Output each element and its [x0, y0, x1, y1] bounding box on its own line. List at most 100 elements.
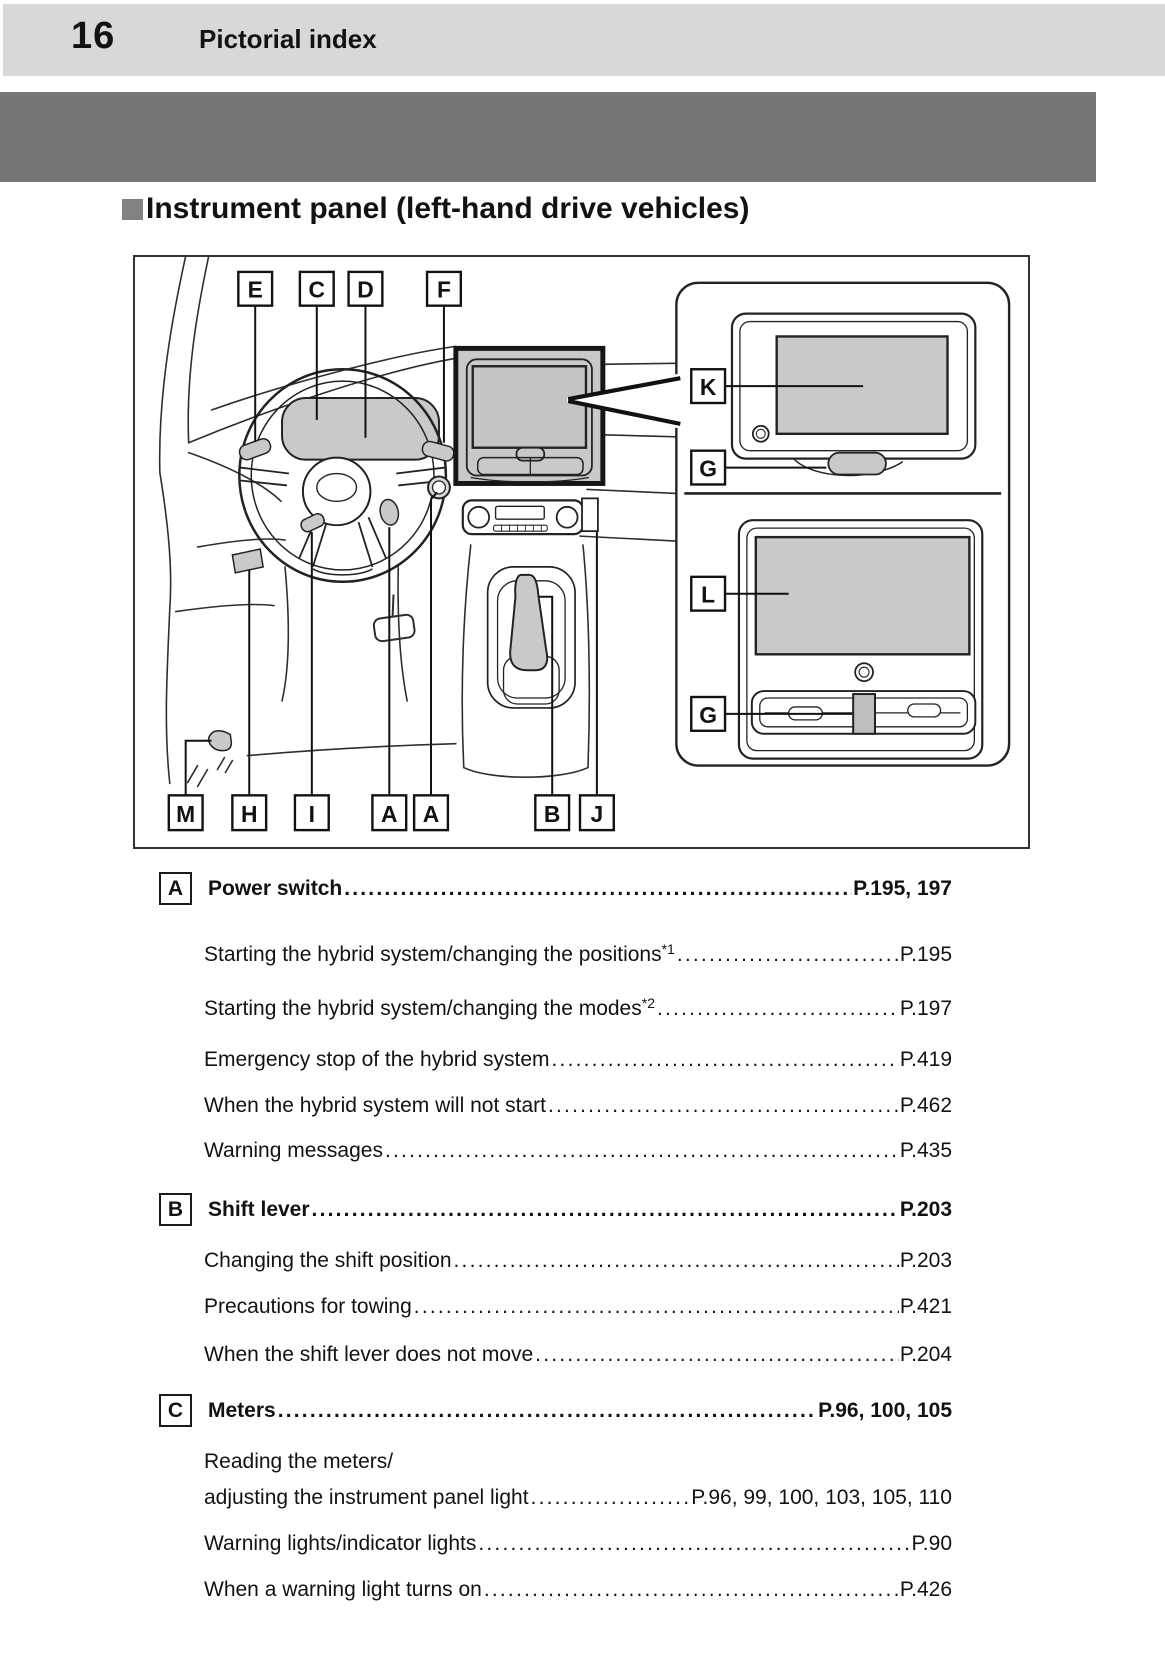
subitem-pages: P.195	[899, 943, 952, 966]
svg-text:E: E	[248, 277, 263, 303]
power-switch-knob	[427, 475, 451, 500]
index-item-meters: C Meters P.96, 100, 105	[159, 1394, 952, 1427]
index-item-shift-lever: B Shift lever P.203	[159, 1193, 952, 1226]
section-heading: Instrument panel (left-hand drive vehicl…	[122, 192, 749, 226]
index-subitem: Changing the shift position P.203	[159, 1247, 952, 1275]
diagram-labels: E C D F K G L G	[167, 270, 727, 832]
shift-console	[486, 566, 576, 709]
item-letter-badge-b: B	[159, 1193, 192, 1226]
right-stalk	[421, 440, 455, 462]
item-letter-badge-c: C	[159, 1394, 192, 1427]
svg-text:A: A	[381, 801, 398, 827]
subitem-label: When the hybrid system will not start	[204, 1094, 546, 1117]
subitem-pages: P.204	[899, 1343, 952, 1366]
index-subitem: Warning messages P.435	[159, 1137, 952, 1165]
subitem-label: Starting the hybrid system/changing the …	[204, 935, 677, 969]
upper-display-screen	[775, 335, 949, 435]
dot-leader	[344, 872, 852, 905]
diagram-label-g-top: G	[690, 449, 727, 486]
item-title: Power switch	[208, 877, 343, 900]
diagram-label-b: B	[534, 794, 571, 832]
diagram-label-a-1: A	[371, 794, 408, 832]
svg-text:H: H	[241, 801, 258, 827]
footnote-marker: *1	[661, 941, 675, 957]
subitem-label: Warning lights/indicator lights	[204, 1532, 477, 1555]
svg-text:M: M	[176, 801, 195, 827]
side-switch-target	[581, 497, 599, 533]
instrument-cluster	[281, 397, 440, 461]
dot-leader	[312, 1193, 899, 1226]
dot-leader	[552, 1046, 899, 1074]
svg-text:J: J	[591, 801, 604, 827]
dot-leader	[535, 1341, 899, 1369]
diagram-label-h: H	[231, 794, 268, 832]
item-title: Meters	[208, 1399, 276, 1422]
dot-leader	[414, 1293, 899, 1321]
dot-leader	[478, 1530, 910, 1558]
diagram-label-l: L	[690, 575, 727, 612]
dashboard-line-art: E C D F K G L G	[158, 257, 1011, 832]
svg-text:I: I	[309, 801, 315, 827]
dot-leader	[278, 1394, 817, 1427]
index-subitem: Starting the hybrid system/changing the …	[159, 935, 952, 969]
subitem-pages: P.96, 99, 100, 103, 105, 110	[691, 1486, 952, 1509]
subitem-label: When the shift lever does not move	[204, 1343, 534, 1366]
dot-leader	[548, 1092, 899, 1120]
index-subitem: Precautions for towing P.421	[159, 1293, 952, 1321]
subitem-label: Warning messages	[204, 1139, 383, 1162]
pedal	[372, 594, 416, 643]
item-letter-badge-a: A	[159, 872, 192, 905]
index-subitem: Emergency stop of the hybrid system P.41…	[159, 1046, 952, 1074]
section-heading-text: Instrument panel (left-hand drive vehicl…	[146, 192, 750, 225]
svg-text:A: A	[423, 801, 440, 827]
subitem-pages: P.203	[899, 1249, 952, 1272]
callout-panel	[675, 281, 1011, 767]
audio-unit	[461, 499, 585, 536]
diagram-label-m: M	[167, 794, 204, 832]
steering-wheel	[238, 367, 448, 584]
diagram-label-e: E	[237, 270, 274, 307]
column-switch	[300, 513, 325, 533]
diagram-label-j: J	[578, 794, 615, 832]
left-stalk	[238, 438, 272, 461]
center-vent-target	[852, 693, 877, 735]
index-subitem: When the hybrid system will not start P.…	[159, 1092, 952, 1120]
index-subitem: When a warning light turns on P.426	[159, 1576, 952, 1604]
svg-text:G: G	[699, 702, 717, 728]
subitem-text: Starting the hybrid system/changing the …	[204, 997, 642, 1020]
dot-leader	[385, 1137, 899, 1165]
subitem-text: Starting the hybrid system/changing the …	[204, 943, 662, 966]
index-item-power-switch: A Power switch P.195, 197	[159, 872, 952, 905]
stalk-and-switch-targets	[207, 438, 455, 752]
item-pages: P.203	[899, 1198, 952, 1221]
subitem-label: Precautions for towing	[204, 1295, 412, 1318]
subitem-pages: P.197	[899, 997, 952, 1020]
diagram-label-k: K	[690, 368, 727, 405]
svg-text:C: C	[309, 277, 326, 303]
subitem-label: Emergency stop of the hybrid system	[204, 1048, 550, 1071]
subitem-pages: P.419	[899, 1048, 952, 1071]
upper-vent-button	[827, 451, 887, 476]
center-display-unit	[453, 345, 606, 486]
lower-display-screen	[754, 535, 971, 656]
instrument-panel-diagram: E C D F K G L G	[133, 255, 1030, 849]
index-subitem-line2: adjusting the instrument panel light P.9…	[159, 1484, 952, 1512]
subitem-pages: P.462	[899, 1094, 952, 1117]
shift-lever	[509, 573, 549, 672]
chapter-color-band	[0, 92, 1096, 182]
dot-leader	[531, 1484, 691, 1512]
dot-leader	[677, 941, 899, 969]
svg-text:D: D	[357, 277, 374, 303]
page-number: 16	[71, 15, 116, 57]
subitem-label: adjusting the instrument panel light	[204, 1486, 529, 1509]
dashboard-outline-art	[158, 257, 678, 788]
subitem-pages: P.435	[899, 1139, 952, 1162]
index-subitem: Warning lights/indicator lights P.90	[159, 1530, 952, 1558]
header-section-title: Pictorial index	[199, 24, 377, 54]
header-bar	[3, 4, 1165, 76]
callout-wedge	[567, 374, 683, 428]
dot-leader	[454, 1247, 899, 1275]
dot-leader	[657, 995, 899, 1023]
hood-release-lever	[207, 730, 233, 752]
subitem-label: When a warning light turns on	[204, 1578, 482, 1601]
